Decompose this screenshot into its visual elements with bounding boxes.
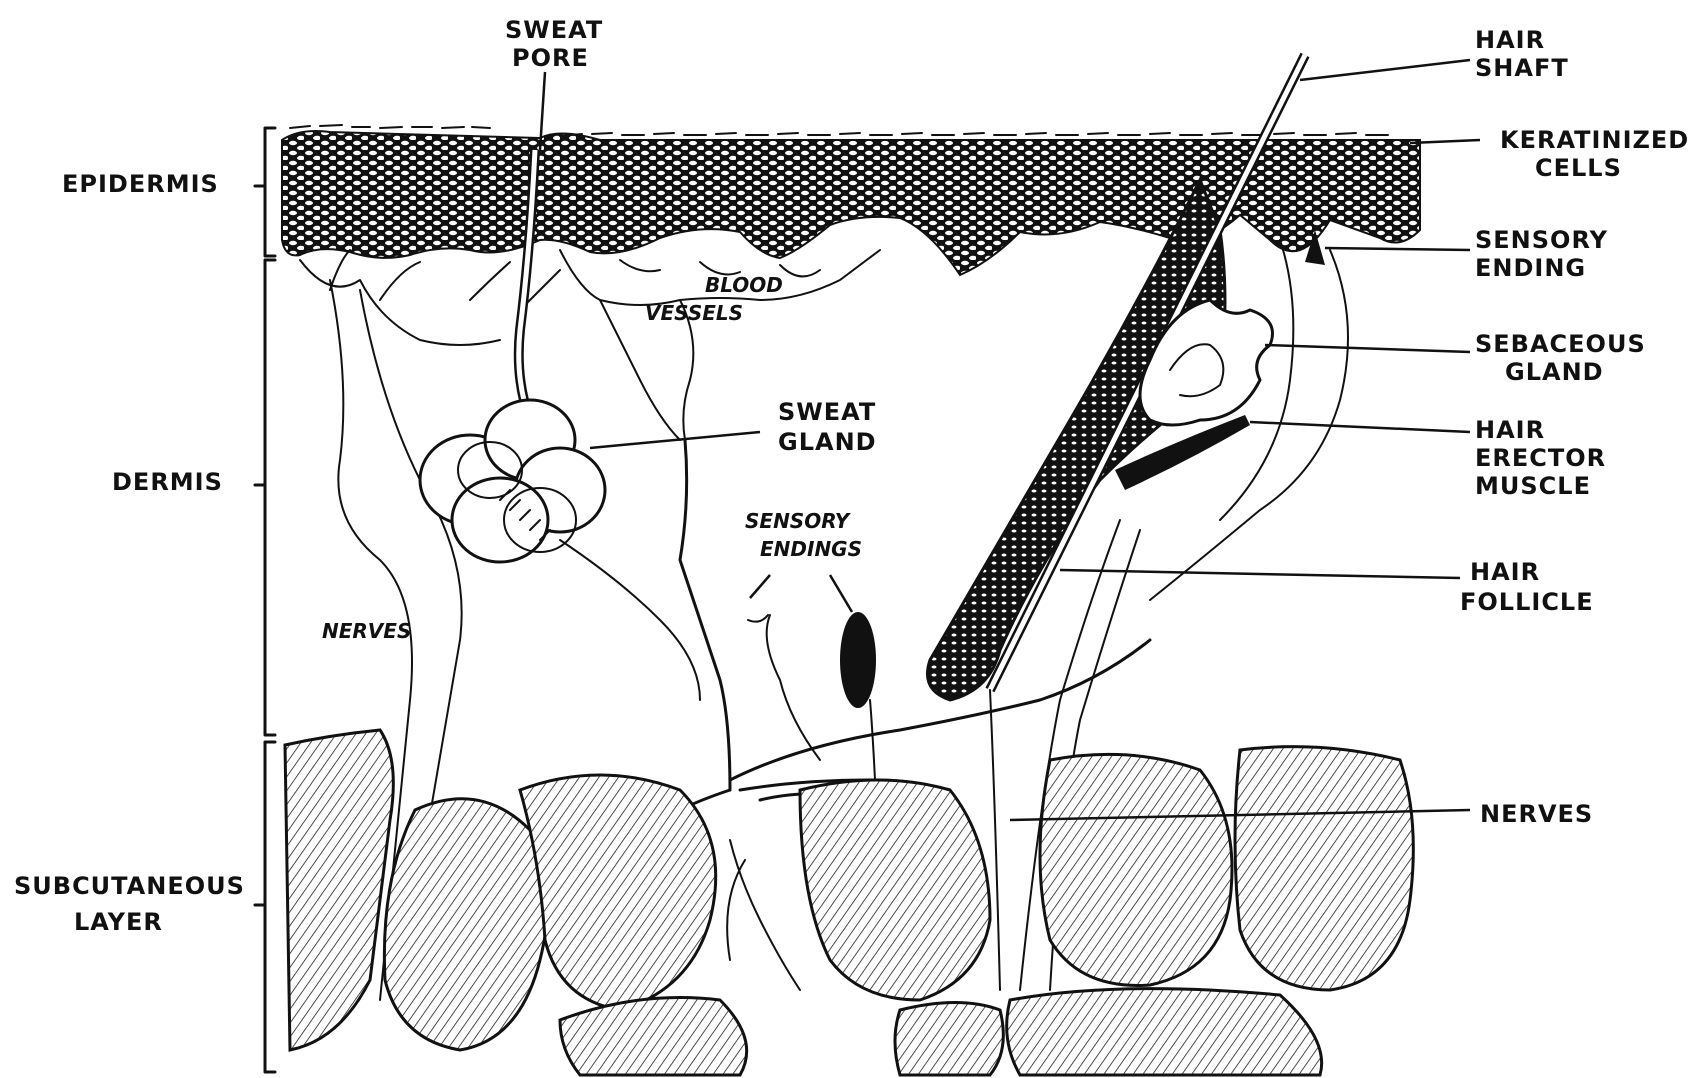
fat-lobule-9	[1007, 989, 1322, 1075]
leader-sensory-ending	[1325, 248, 1470, 250]
label-hair-erector-muscle-3: MUSCLE	[1475, 472, 1591, 500]
nerve-left-3	[560, 540, 700, 700]
label-sweat-gland-1: SWEAT	[778, 398, 876, 426]
label-blood-vessels-1: BLOOD	[705, 273, 783, 297]
label-hair-erector-muscle-2: ERECTOR	[1475, 444, 1606, 472]
leader-hair-follicle	[1060, 570, 1460, 578]
label-sweat-pore-1: SWEAT	[505, 16, 603, 44]
leader-sebaceous-gland	[1265, 345, 1470, 352]
label-hair-follicle-1: HAIR	[1470, 558, 1540, 586]
label-sensory-ending-1: SENSORY	[1475, 226, 1608, 254]
label-sebaceous-gland-2: GLAND	[1505, 358, 1604, 386]
fat-lobule-4	[800, 780, 990, 1000]
epidermis-bracket	[265, 128, 275, 256]
label-subcutaneous-layer-2: LAYER	[74, 908, 163, 936]
fat-lobule-6	[1235, 747, 1413, 990]
label-keratinized-cells-2: CELLS	[1535, 154, 1622, 182]
label-epidermis: EPIDERMIS	[62, 170, 219, 198]
fat-lobule-7	[560, 998, 747, 1076]
subcutaneous-fat	[285, 730, 1413, 1075]
layer-brackets	[255, 128, 275, 1072]
nerve-deep-3	[990, 690, 1000, 990]
label-dermis: DERMIS	[112, 468, 223, 496]
label-hair-follicle-2: FOLLICLE	[1460, 588, 1594, 616]
label-sensory-endings-1: SENSORY	[745, 509, 852, 533]
label-sweat-gland-2: GLAND	[778, 428, 877, 456]
free-nerve-ending-tip	[748, 615, 768, 622]
nerve-roots	[727, 840, 800, 990]
label-sebaceous-gland-1: SEBACEOUS	[1475, 330, 1646, 358]
leader-sensory-endings-a	[750, 575, 770, 598]
nerve-trunk	[680, 440, 730, 790]
epidermis-layer	[282, 125, 1420, 275]
keratinized-cells-dashes	[290, 125, 1388, 136]
fat-lobule-5	[1040, 754, 1232, 985]
sensory-ending-capsule	[840, 612, 876, 708]
subcutaneous-bracket	[265, 742, 275, 1072]
free-nerve-ending	[767, 615, 820, 760]
label-blood-vessels-2: VESSELS	[645, 301, 743, 325]
leader-sensory-endings-b	[830, 575, 852, 612]
fat-lobule-1	[285, 730, 393, 1050]
label-hair-shaft-1: HAIR	[1475, 26, 1545, 54]
label-hair-erector-muscle-1: HAIR	[1475, 416, 1545, 444]
label-hair-shaft-2: SHAFT	[1475, 54, 1569, 82]
label-sensory-ending-2: ENDING	[1475, 254, 1586, 282]
label-sweat-pore-2: PORE	[512, 44, 589, 72]
epidermis-cell-layer	[282, 131, 1420, 275]
label-nerves-subcutaneous: NERVES	[1480, 800, 1593, 828]
label-nerves-dermis: NERVES	[322, 619, 411, 643]
fat-lobule-3	[520, 775, 716, 1010]
dermis-bracket	[265, 260, 275, 735]
fat-lobule-2	[384, 799, 548, 1050]
label-sensory-endings-2: ENDINGS	[760, 537, 862, 561]
label-subcutaneous-layer-1: SUBCUTANEOUS	[14, 872, 245, 900]
fat-lobule-8	[895, 1003, 1003, 1076]
leader-hair-erector-muscle	[1250, 422, 1470, 432]
label-keratinized-cells-1: KERATINIZED	[1500, 126, 1689, 154]
leader-hair-shaft	[1300, 60, 1470, 80]
